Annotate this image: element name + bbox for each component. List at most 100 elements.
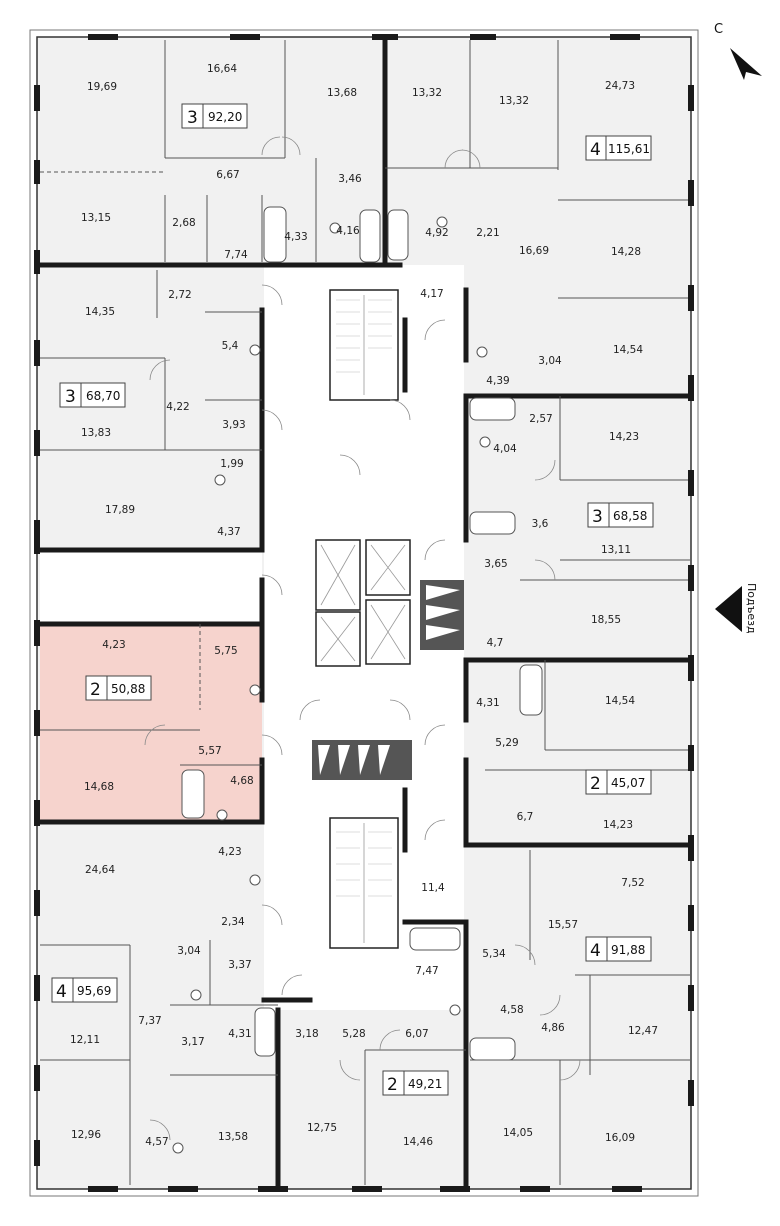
room-label: 7,52 (621, 877, 644, 889)
room-label: 4,86 (541, 1022, 565, 1034)
room-label: 13,32 (412, 87, 442, 99)
room-label: 5,28 (342, 1028, 365, 1040)
north-label: С (714, 22, 724, 37)
room-label: 24,64 (85, 864, 115, 876)
room-label: 3,65 (484, 558, 507, 570)
room-label: 16,64 (207, 63, 237, 75)
room-label: 13,15 (81, 212, 111, 224)
room-label: 19,69 (87, 81, 117, 93)
room-label: 13,11 (601, 544, 631, 556)
apartment-area: 68,70 (86, 389, 120, 403)
room-label: 6,67 (216, 169, 239, 181)
apartment-rooms: 2 (590, 774, 601, 794)
apartment-tag[interactable]: 2 45,07 (585, 769, 652, 795)
apartment-tag[interactable]: 3 68,70 (59, 382, 126, 408)
room-label: 1,99 (220, 458, 243, 470)
room-label: 5,75 (214, 645, 237, 657)
room-label: 12,11 (70, 1034, 100, 1046)
room-label: 2,72 (168, 289, 191, 301)
apartment-rooms: 4 (590, 941, 601, 961)
room-label: 7,37 (138, 1015, 161, 1027)
room-label: 4,31 (228, 1028, 251, 1040)
room-label: 3,46 (338, 173, 362, 185)
room-label: 14,54 (605, 695, 635, 707)
room-label: 3,37 (228, 959, 251, 971)
apartment-rooms: 4 (56, 982, 67, 1002)
apartment-rooms: 4 (590, 140, 601, 160)
apartment-area: 91,88 (611, 943, 645, 957)
apartment-rooms: 2 (387, 1075, 398, 1095)
room-label: 7,74 (224, 249, 248, 261)
room-label: 5,57 (198, 745, 221, 757)
room-label: 4,16 (336, 225, 360, 237)
room-labels: 19,69 16,64 13,68 13,32 13,32 24,73 6,67… (70, 63, 658, 1148)
room-label: 4,33 (284, 231, 307, 243)
room-label: 18,55 (591, 614, 621, 626)
room-label: 17,89 (105, 504, 135, 516)
room-label: 4,39 (486, 375, 509, 387)
apartment-tag[interactable]: 2 50,88 (85, 675, 152, 701)
room-label: 13,32 (499, 95, 529, 107)
apartment-rooms: 3 (65, 387, 76, 407)
apartment-tag[interactable]: 4 115,61 (585, 135, 652, 161)
walls (37, 39, 693, 1188)
room-label: 4,17 (420, 288, 443, 300)
room-label: 4,92 (425, 227, 448, 239)
apartment-area: 115,61 (608, 142, 650, 156)
highlighted-apartment[interactable] (40, 624, 262, 820)
room-label: 4,22 (166, 401, 189, 413)
room-label: 5,29 (495, 737, 518, 749)
apartment-tags: 3 92,20 4 115,61 3 68,70 3 68,58 2 50,88 (51, 103, 654, 1096)
room-label: 16,09 (605, 1132, 635, 1144)
room-label: 15,57 (548, 919, 578, 931)
room-label: 2,68 (172, 217, 195, 229)
apartment-rooms: 2 (90, 680, 101, 700)
room-label: 12,47 (628, 1025, 658, 1037)
room-label: 4,31 (476, 697, 499, 709)
room-label: 4,7 (487, 637, 504, 649)
room-label: 13,58 (218, 1131, 248, 1143)
room-label: 16,69 (519, 245, 549, 257)
room-label: 2,21 (476, 227, 499, 239)
room-label: 4,68 (230, 775, 253, 787)
room-label: 4,37 (217, 526, 240, 538)
room-label: 14,23 (609, 431, 639, 443)
room-label: 12,75 (307, 1122, 337, 1134)
room-label: 14,35 (85, 306, 115, 318)
room-label: 3,18 (295, 1028, 318, 1040)
apartment-tag[interactable]: 2 49,21 (382, 1070, 449, 1096)
room-label: 3,04 (177, 945, 201, 957)
entrance-label: Подъезд (745, 582, 758, 634)
room-label: 6,7 (517, 811, 534, 823)
room-label: 11,4 (421, 882, 445, 894)
room-label: 14,46 (403, 1136, 433, 1148)
room-label: 5,4 (222, 340, 239, 352)
entrance-triangle-icon (715, 586, 742, 632)
room-label: 2,34 (221, 916, 245, 928)
room-label: 2,57 (529, 413, 552, 425)
room-label: 3,17 (181, 1036, 204, 1048)
room-label: 12,96 (71, 1129, 101, 1141)
room-label: 4,57 (145, 1136, 168, 1148)
room-label: 14,68 (84, 781, 114, 793)
apartment-tag[interactable]: 3 92,20 (181, 103, 248, 129)
north-arrow-icon (730, 48, 762, 80)
room-label: 4,23 (102, 639, 125, 651)
room-label: 14,05 (503, 1127, 533, 1139)
room-label: 3,93 (222, 419, 245, 431)
apartment-area: 49,21 (408, 1077, 442, 1091)
room-label: 14,54 (613, 344, 643, 356)
apartment-tag[interactable]: 3 68,58 (587, 502, 654, 528)
room-label: 7,47 (415, 965, 438, 977)
apartment-area: 92,20 (208, 110, 242, 124)
apartment-tag[interactable]: 4 91,88 (585, 936, 652, 962)
room-label: 4,23 (218, 846, 241, 858)
room-label: 4,04 (493, 443, 517, 455)
apartment-area: 95,69 (77, 984, 111, 998)
room-label: 14,28 (611, 246, 641, 258)
apartment-area: 45,07 (611, 776, 645, 790)
apartment-area: 68,58 (613, 509, 647, 523)
apartment-tag[interactable]: 4 95,69 (51, 977, 118, 1003)
room-label: 5,34 (482, 948, 506, 960)
room-label: 14,23 (603, 819, 633, 831)
